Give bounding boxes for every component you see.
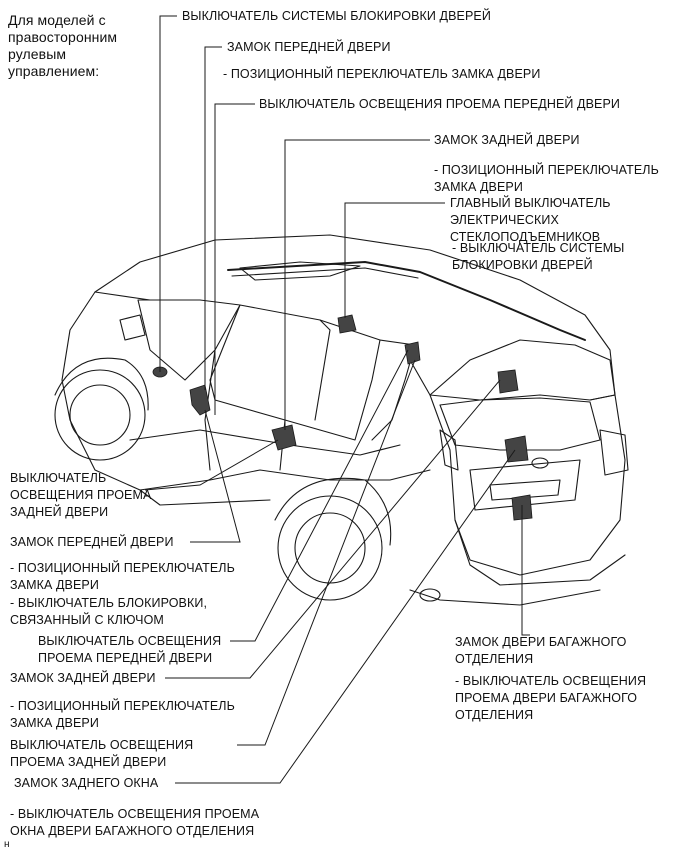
label-front-door-lock: ЗАМОК ПЕРЕДНЕЙ ДВЕРИ: [227, 40, 391, 54]
label-rear-door-lock-position-switch: - ПОЗИЦИОННЫЙ ПЕРЕКЛЮЧАТЕЛЬ ЗАМКА ДВЕРИ: [434, 163, 659, 194]
label-rear-door-courtesy-switch-left2: ВЫКЛЮЧАТЕЛЬ ОСВЕЩЕНИЯ ПРОЕМА ЗАДНЕЙ ДВЕР…: [10, 738, 194, 769]
label-front-door-courtesy-switch: ВЫКЛЮЧАТЕЛЬ ОСВЕЩЕНИЯ ПРОЕМА ПЕРЕДНЕЙ ДВ…: [259, 97, 621, 111]
label-back-window-lock: ЗАМОК ЗАДНЕГО ОКНА: [14, 776, 159, 790]
intro-note: Для моделей с правосторонним рулевым упр…: [8, 12, 118, 79]
label-key-cylinder-switch: - ВЫКЛЮЧАТЕЛЬ БЛОКИРОВКИ, СВЯЗАННЫЙ С КЛ…: [10, 596, 208, 627]
label-rear-door-courtesy-switch: ВЫКЛЮЧАТЕЛЬ ОСВЕЩЕНИЯ ПРОЕМА ЗАДНЕЙ ДВЕР…: [10, 471, 152, 519]
label-front-door-lock-position-switch-left: - ПОЗИЦИОННЫЙ ПЕРЕКЛЮЧАТЕЛЬ ЗАМКА ДВЕРИ: [10, 561, 235, 592]
label-power-window-master-switch: ГЛАВНЫЙ ВЫКЛЮЧАТЕЛЬ ЭЛЕКТРИЧЕСКИХ СТЕКЛО…: [450, 196, 611, 244]
label-rear-door-lock: ЗАМОК ЗАДНЕЙ ДВЕРИ: [434, 133, 580, 147]
figure-code: н: [4, 839, 10, 850]
label-back-door-lock: ЗАМОК ДВЕРИ БАГАЖНОГО ОТДЕЛЕНИЯ: [455, 635, 627, 666]
label-rear-door-lock-position-switch-left: - ПОЗИЦИОННЫЙ ПЕРЕКЛЮЧАТЕЛЬ ЗАМКА ДВЕРИ: [10, 699, 235, 730]
label-back-door-courtesy-switch: - ВЫКЛЮЧАТЕЛЬ ОСВЕЩЕНИЯ ПРОЕМА ДВЕРИ БАГ…: [455, 674, 647, 722]
label-door-lock-position-switch: - ПОЗИЦИОННЫЙ ПЕРЕКЛЮЧАТЕЛЬ ЗАМКА ДВЕРИ: [223, 67, 541, 81]
label-power-window-door-lock-switch: - ВЫКЛЮЧАТЕЛЬ СИСТЕМЫ БЛОКИРОВКИ ДВЕРЕЙ: [452, 241, 625, 272]
label-front-door-courtesy-switch-left: ВЫКЛЮЧАТЕЛЬ ОСВЕЩЕНИЯ ПРОЕМА ПЕРЕДНЕЙ ДВ…: [38, 634, 222, 665]
label-door-lock-system-switch: ВЫКЛЮЧАТЕЛЬ СИСТЕМЫ БЛОКИРОВКИ ДВЕРЕЙ: [182, 9, 491, 23]
label-front-door-lock-left: ЗАМОК ПЕРЕДНЕЙ ДВЕРИ: [10, 535, 174, 549]
label-back-window-courtesy-switch: - ВЫКЛЮЧАТЕЛЬ ОСВЕЩЕНИЯ ПРОЕМА ОКНА ДВЕР…: [10, 807, 260, 838]
label-rear-door-lock-left: ЗАМОК ЗАДНЕЙ ДВЕРИ: [10, 671, 156, 685]
